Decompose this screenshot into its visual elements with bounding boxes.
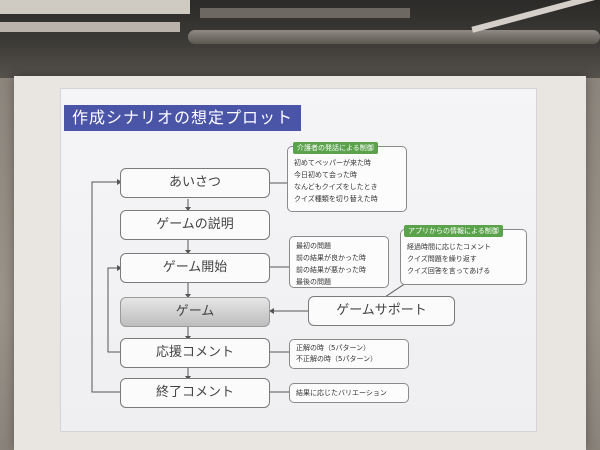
step-game-label: ゲーム	[175, 304, 215, 319]
game-support-box: ゲームサポート	[308, 296, 455, 326]
note-line: 前の結果が良かった時	[296, 254, 366, 262]
note-line: 正解の時（5パターン）	[296, 344, 371, 352]
step-start-label: ゲーム開始	[162, 260, 228, 275]
tag-speech-control: 介護者の発話による制御	[293, 142, 378, 154]
note-line: クイズ問題を繰り返す	[407, 255, 477, 263]
note-line: 結果に応じたバリエーション	[296, 389, 387, 397]
note-line: なんどもクイズをしたとき	[294, 183, 378, 191]
note-problems: 最初の問題 前の結果が良かった時 前の結果が悪かった時 最後の問題	[289, 236, 389, 288]
slide-title: 作成シナリオの想定プロット	[64, 105, 302, 131]
step-start: ゲーム開始	[120, 253, 270, 283]
note-cheer-patterns: 正解の時（5パターン） 不正解の時（5パターン）	[289, 339, 409, 369]
note-line: クイズ種類を切り替えた時	[294, 195, 378, 203]
step-cheer-label: 応援コメント	[155, 345, 234, 360]
step-game: ゲーム	[120, 297, 270, 327]
step-greeting-label: あいさつ	[168, 175, 221, 190]
note-line: 最初の問題	[296, 242, 331, 250]
note-speech-control: 初めてペッパーが来た時 今日初めて会った時 なんどもクイズをしたとき クイズ種類…	[287, 146, 407, 212]
step-greeting: あいさつ	[120, 168, 270, 198]
ceiling-beam-lower	[0, 22, 180, 32]
note-end-variations: 結果に応じたバリエーション	[289, 383, 409, 403]
note-line: 前の結果が悪かった時	[296, 266, 366, 274]
game-support-label: ゲームサポート	[336, 303, 427, 318]
note-app-control: 経過時間に応じたコメント クイズ問題を繰り返す クイズ回答を言ってあげる	[400, 229, 527, 285]
note-line: 初めてペッパーが来た時	[294, 159, 371, 167]
duct	[200, 8, 410, 18]
tag-app-control: アプリからの情報による制御	[404, 225, 503, 237]
ceiling-beam	[0, 0, 190, 14]
ceiling-pipe	[188, 30, 600, 44]
step-explain: ゲームの説明	[120, 210, 270, 240]
note-line: 最後の問題	[296, 278, 331, 286]
step-end: 終了コメント	[120, 378, 270, 408]
step-end-label: 終了コメント	[155, 385, 234, 400]
note-line: 不正解の時（5パターン）	[296, 355, 378, 363]
step-explain-label: ゲームの説明	[156, 217, 234, 232]
note-line: クイズ回答を言ってあげる	[407, 267, 491, 275]
note-line: 経過時間に応じたコメント	[407, 243, 491, 251]
step-cheer: 応援コメント	[120, 338, 270, 368]
note-line: 今日初めて会った時	[294, 171, 357, 179]
